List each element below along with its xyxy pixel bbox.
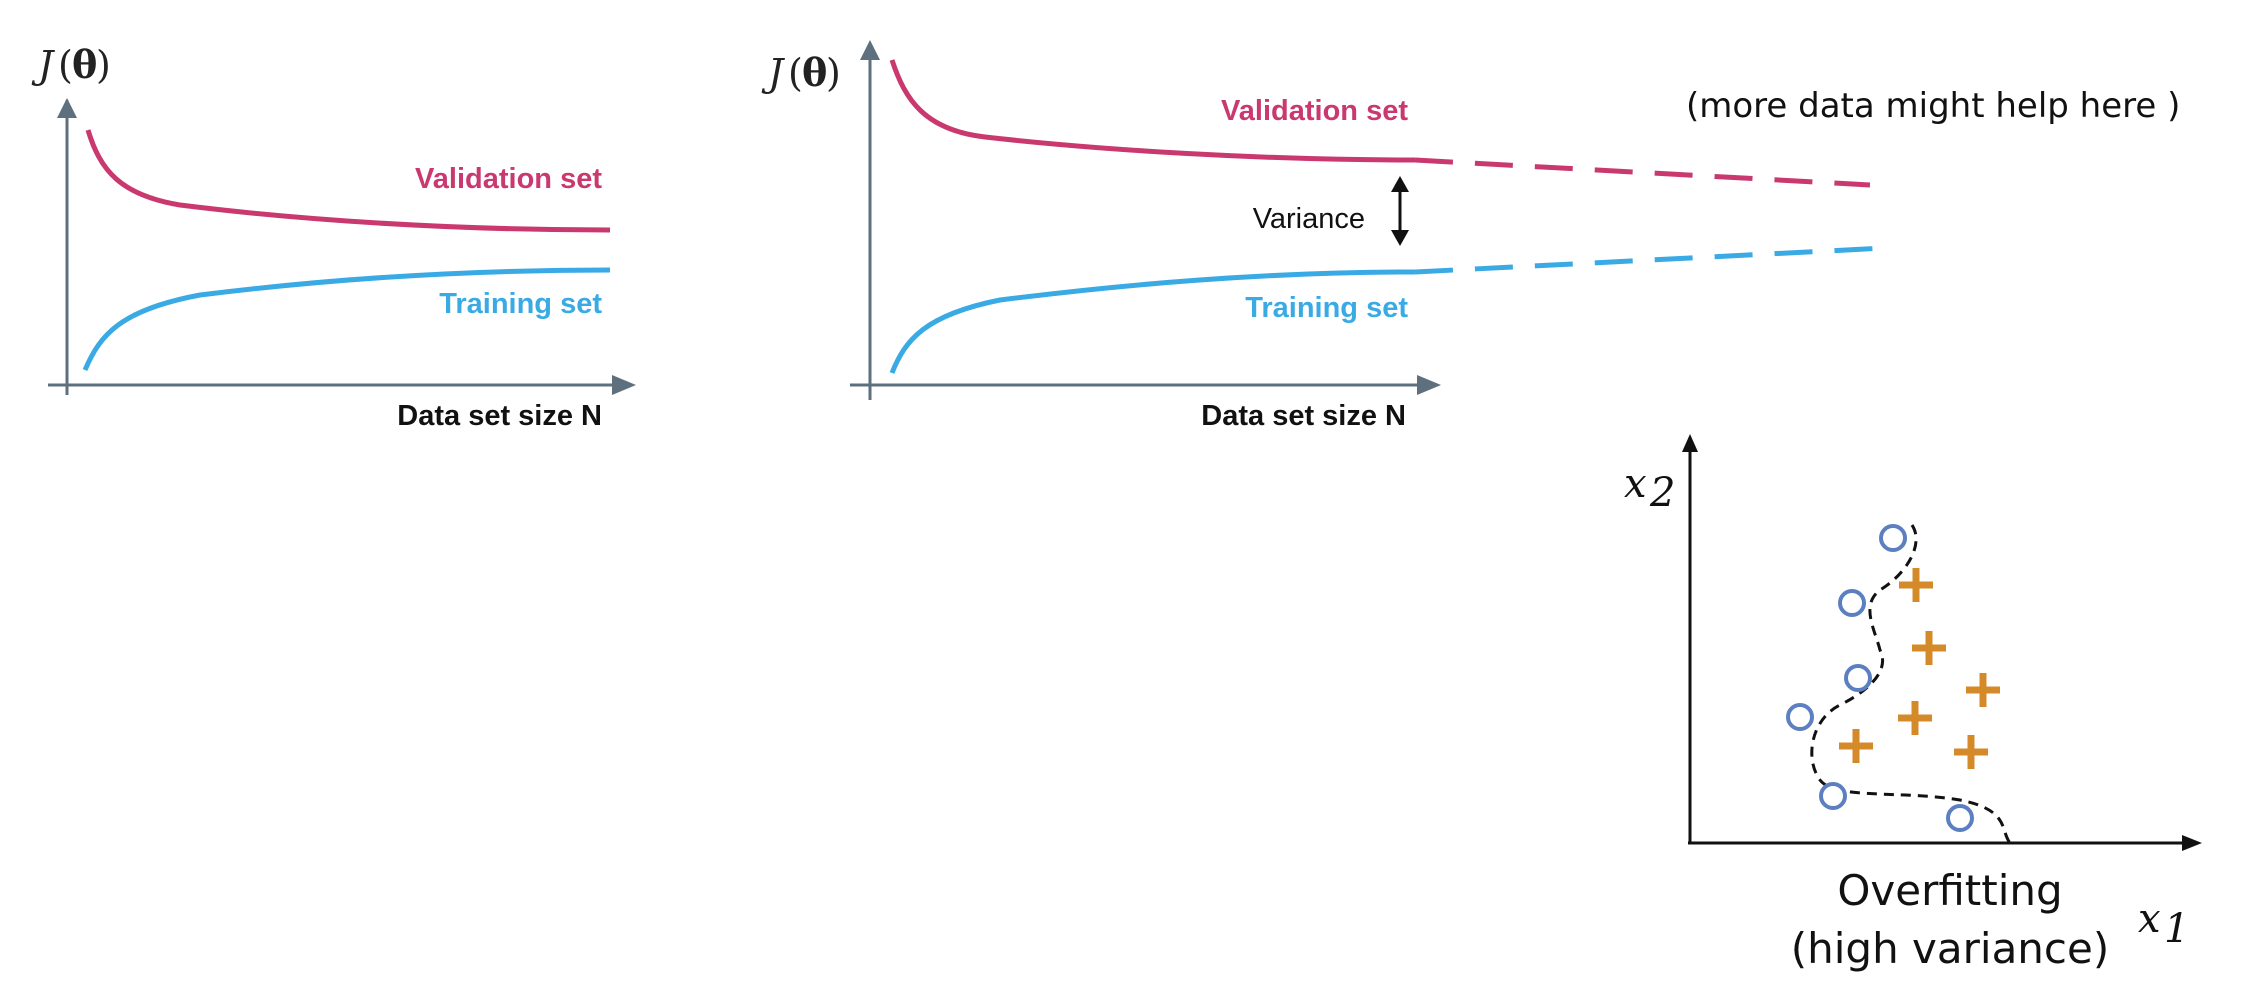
caption-line-2: (high variance) [1791, 924, 2110, 973]
left-x-axis-label: Data set size N [397, 400, 602, 432]
svg-text:x: x [2138, 896, 2161, 942]
scatter-x-axis-arrowhead [2182, 835, 2202, 851]
svg-text:): ) [826, 51, 841, 95]
svg-text:J: J [761, 51, 785, 95]
svg-text:): ) [96, 43, 111, 87]
plus-marker [1966, 673, 2000, 707]
left-validation-curve [85, 129, 611, 233]
svg-text:J: J [31, 43, 55, 87]
variance-label: Variance [1253, 203, 1365, 235]
left-x-axis-arrowhead [612, 375, 636, 395]
plus-marker [1839, 729, 1873, 763]
right-x-axis-label: Data set size N [1201, 400, 1406, 432]
svg-text:θ: θ [72, 42, 97, 87]
svg-text:x: x [1624, 461, 1647, 507]
left-training-label: Training set [439, 288, 602, 320]
circle-marker [1946, 804, 1974, 832]
left-learning-curve: J ( θ ) Validation set Training set Data… [31, 42, 636, 432]
right-validation-curve [889, 59, 1416, 163]
scatter-y-axis-arrowhead [1682, 434, 1698, 452]
plus-marker [1899, 568, 1933, 602]
right-learning-curve: J ( θ ) Validation set Training set Data… [761, 40, 2180, 432]
plus-marker [1898, 701, 1932, 735]
right-validation-extrapolation [1414, 157, 1871, 188]
circle-marker [1879, 524, 1907, 552]
left-y-axis-label: J ( θ ) [31, 42, 111, 87]
left-training-curve [82, 267, 611, 371]
right-validation-label: Validation set [1221, 95, 1408, 127]
circle-marker [1786, 703, 1814, 731]
svg-text:1: 1 [2164, 906, 2189, 952]
negative-class-markers [1786, 524, 1974, 832]
plus-marker [1912, 631, 1946, 665]
more-data-note: (more data might help here ) [1686, 86, 2180, 126]
svg-text:(: ( [788, 51, 803, 95]
caption-line-1: Overfitting [1837, 866, 2062, 915]
right-x-axis-arrowhead [1417, 375, 1441, 395]
x1-axis-label: x 1 [2138, 896, 2189, 952]
plus-marker [1954, 735, 1988, 769]
x2-axis-label: x 2 [1624, 461, 1675, 516]
circle-marker [1838, 589, 1866, 617]
variance-arrow [1391, 176, 1409, 246]
svg-text:(: ( [58, 43, 73, 87]
decision-boundary [1810, 524, 2012, 844]
circle-marker [1819, 782, 1847, 810]
right-training-curve [889, 269, 1416, 374]
right-y-axis-label: J ( θ ) [761, 50, 841, 95]
left-validation-label: Validation set [415, 163, 602, 195]
circle-marker [1844, 664, 1872, 692]
svg-text:θ: θ [802, 50, 827, 95]
right-y-axis-arrowhead [860, 40, 880, 60]
overfitting-scatter: x 2 x 1 Overfitting (high variance) [1624, 434, 2202, 973]
right-training-extrapolation [1414, 245, 1886, 275]
positive-class-markers [1839, 568, 2000, 769]
svg-text:2: 2 [1649, 470, 1675, 516]
right-training-label: Training set [1245, 292, 1408, 324]
left-y-axis-arrowhead [57, 98, 77, 118]
